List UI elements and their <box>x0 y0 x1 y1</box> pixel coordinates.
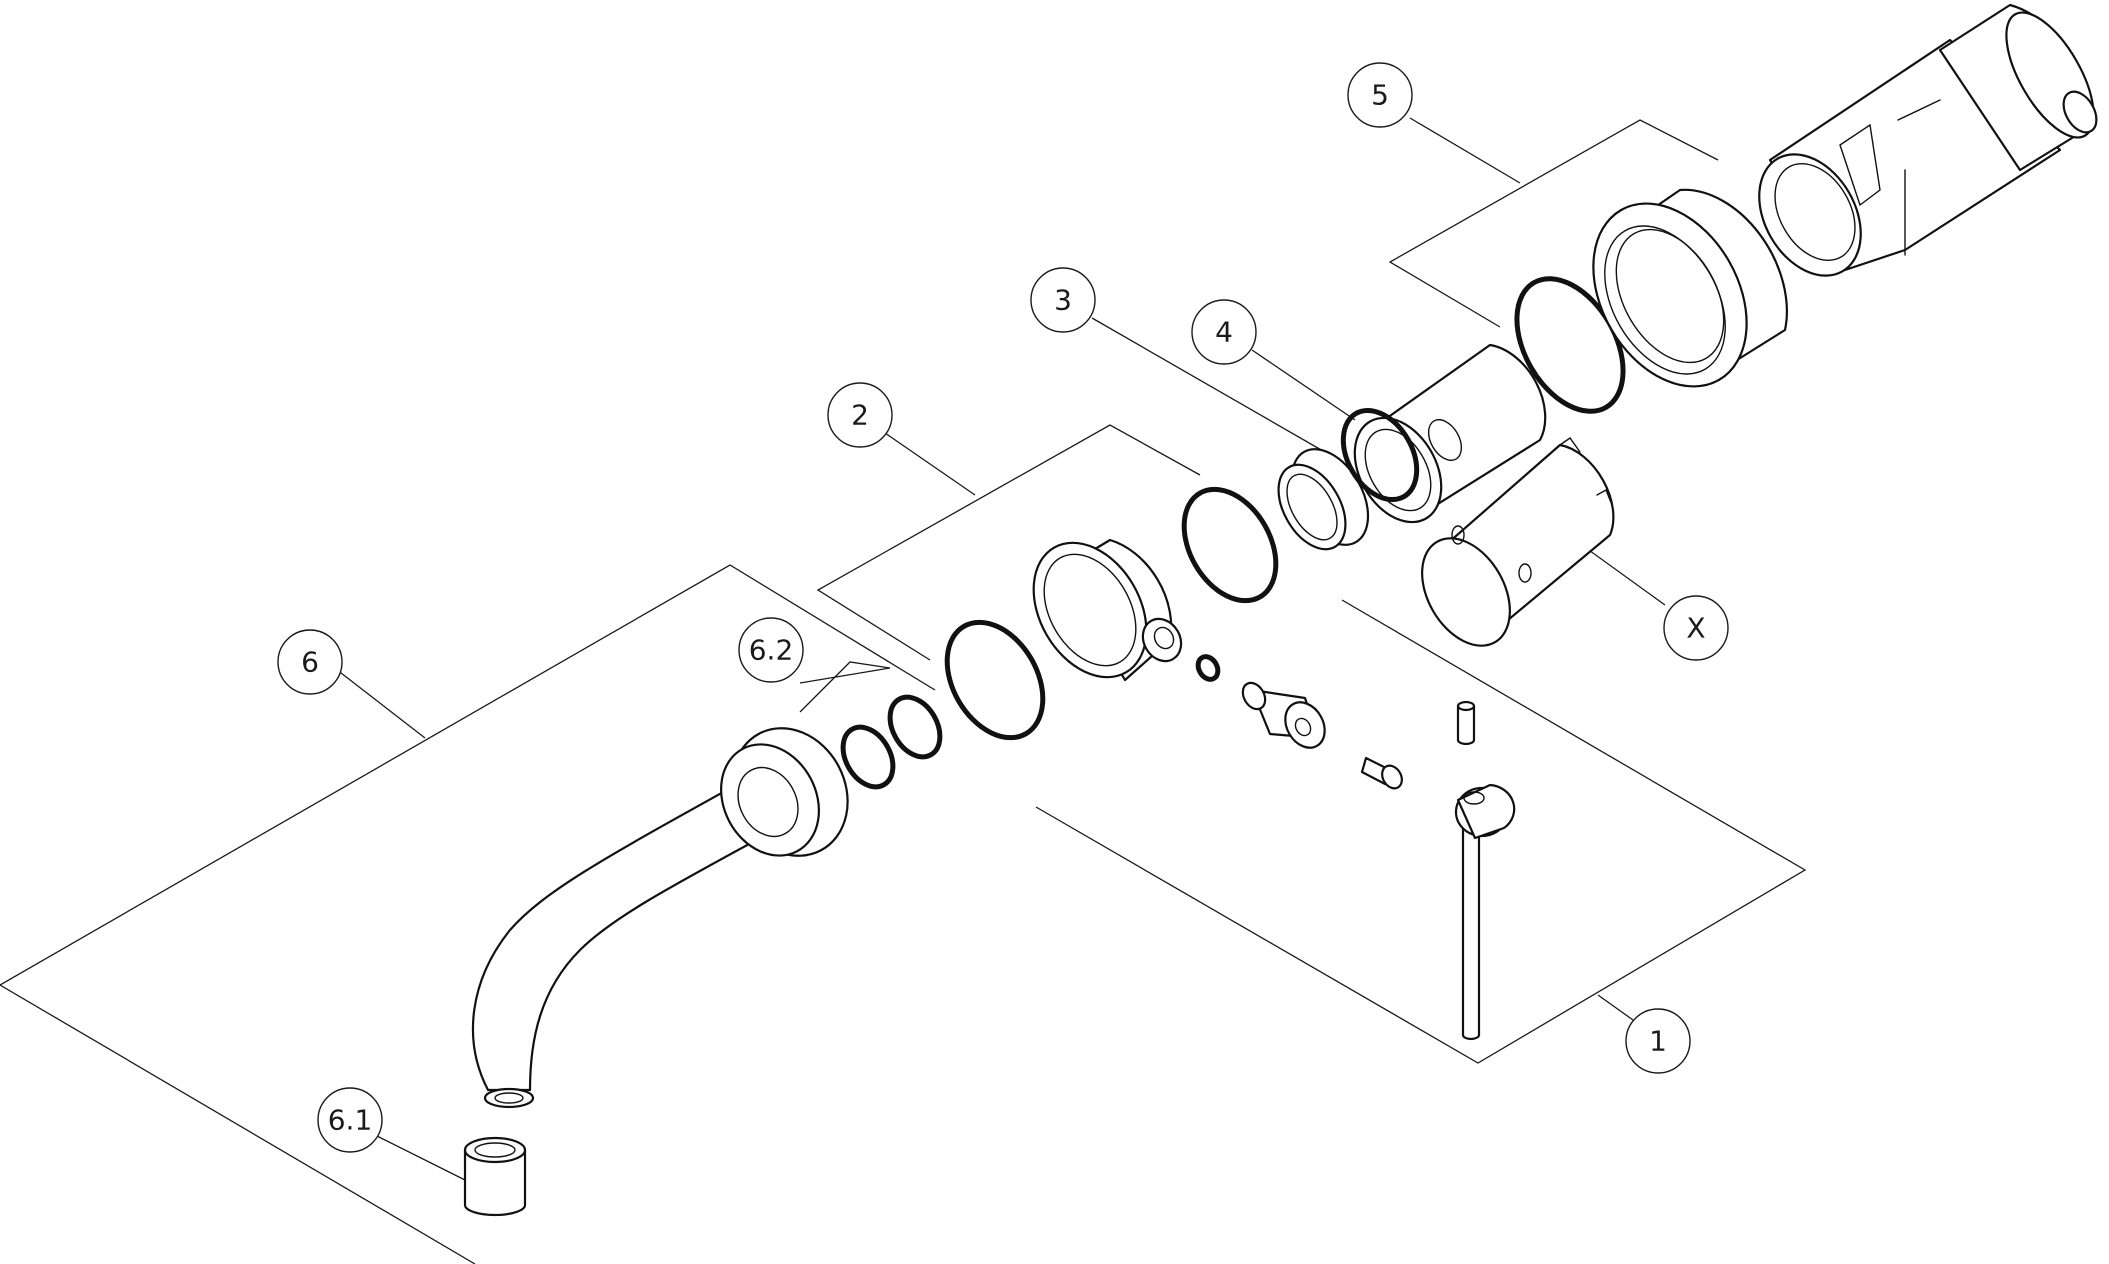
callout-label-4: 4 <box>1215 316 1233 349</box>
callout-label-1: 1 <box>1649 1025 1667 1058</box>
leader-5 <box>1409 117 1521 184</box>
o-ring-medium-2 <box>1181 486 1279 604</box>
leader-1 <box>1597 994 1634 1021</box>
callout-3[interactable]: 3 <box>1030 267 1096 333</box>
callout-1[interactable]: 1 <box>1625 1008 1691 1074</box>
callout-x[interactable]: X <box>1663 595 1729 661</box>
body-sleeve-2 <box>1032 538 1183 682</box>
o-rings-6-2 <box>840 694 943 790</box>
housing-body-5 <box>1758 3 2098 277</box>
bracket-group-6-2 <box>799 661 891 713</box>
callout-label-2: 2 <box>851 399 869 432</box>
callout-label-6-2: 6.2 <box>749 634 794 667</box>
bracket-group-2 <box>816 424 1201 661</box>
callout-5[interactable]: 5 <box>1347 62 1413 128</box>
callout-2[interactable]: 2 <box>827 382 893 448</box>
spout-escutcheon <box>720 727 849 857</box>
callout-label-6: 6 <box>301 646 319 679</box>
callout-6[interactable]: 6 <box>277 629 343 695</box>
leader-2 <box>884 432 976 496</box>
callout-label-5: 5 <box>1371 79 1389 112</box>
escutcheon-nut-5 <box>1592 188 1788 388</box>
leader-3 <box>1091 317 1331 456</box>
callout-4[interactable]: 4 <box>1191 299 1257 365</box>
leader-6-2 <box>799 667 891 684</box>
bracket-group-5 <box>1388 119 1719 328</box>
o-ring-large-2 <box>944 619 1046 741</box>
handle-insert <box>1241 681 1326 749</box>
pin <box>1456 700 1476 746</box>
leader-4 <box>1251 349 1356 421</box>
group-brackets <box>0 117 1807 1264</box>
screw <box>1360 756 1403 790</box>
callout-label-3: 3 <box>1054 284 1072 317</box>
aerator-6-1 <box>463 1136 527 1217</box>
lever-handle <box>1454 783 1516 1041</box>
cartridge-4 <box>1340 343 1547 524</box>
bracket-group-1 <box>1035 599 1807 1064</box>
callout-6-2[interactable]: 6.2 <box>738 617 804 683</box>
leader-6 <box>331 665 426 739</box>
o-ring-small <box>1195 654 1221 682</box>
spout-tube <box>471 778 777 1109</box>
callout-label-6-1: 6.1 <box>328 1104 373 1137</box>
leader-6-1 <box>374 1134 466 1181</box>
callout-label-x: X <box>1686 612 1705 645</box>
callout-6-1[interactable]: 6.1 <box>317 1087 383 1153</box>
bracket-group-6 <box>0 564 936 1264</box>
tool-x <box>1421 437 1615 647</box>
